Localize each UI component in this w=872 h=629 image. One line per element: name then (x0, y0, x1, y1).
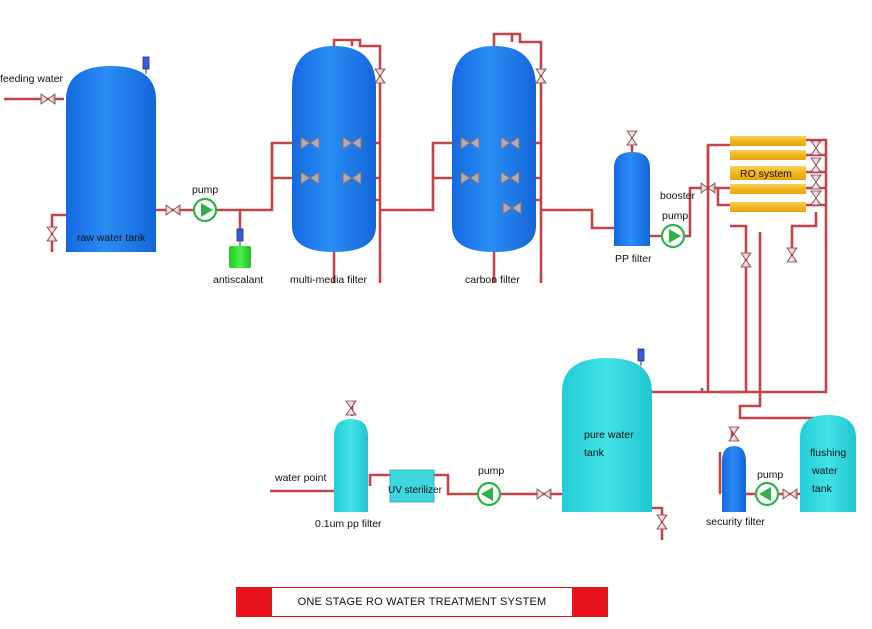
title-banner: ONE STAGE RO WATER TREATMENT SYSTEM (236, 587, 608, 617)
security-filter-vessel (722, 426, 746, 512)
label-antiscalant: antiscalant (213, 274, 263, 286)
antiscalant-tank (229, 228, 251, 268)
label-pure-water-tank: tank (584, 447, 605, 459)
banner-title: ONE STAGE RO WATER TREATMENT SYSTEM (272, 587, 572, 617)
label-multi-media-filter: multi-media filter (290, 274, 368, 286)
label-security-filter: security filter (706, 516, 765, 528)
flushing-water-tank (800, 415, 856, 512)
ro-membranes (730, 136, 806, 212)
carbon-filter (452, 46, 536, 252)
label-booster-pump: pump (662, 210, 688, 222)
label-pure-water: pure water (584, 429, 634, 441)
booster-pump-icon (660, 223, 686, 249)
label-flushing-water: water (811, 465, 838, 477)
pump-icon (476, 481, 502, 507)
pump-icon (754, 481, 780, 507)
label-water-point: water point (274, 472, 326, 484)
raw-water-tank (66, 56, 156, 252)
uv-sterilizer-unit (389, 469, 435, 503)
label-pp-filter-small: 0.1um pp filter (315, 518, 382, 530)
label-carbon-filter: carbon filter (465, 274, 520, 286)
pump-icon (192, 197, 218, 223)
label-pump: pump (478, 465, 504, 477)
label-raw-water-tank: raw water tank (77, 232, 146, 244)
pp-filter (614, 130, 650, 246)
label-flushing: flushing (810, 447, 846, 459)
label-feeding-water: feeding water (0, 73, 64, 85)
label-booster: booster (660, 190, 696, 202)
banner-left-cap (236, 587, 272, 617)
label-pump: pump (757, 469, 783, 481)
valves (40, 68, 822, 530)
label-pp-filter: PP filter (615, 253, 652, 265)
pp-filter-small-vessel (334, 400, 368, 512)
label-ro-system: RO system (740, 168, 792, 180)
multi-media-filter (292, 46, 376, 252)
label-flushing-tank: tank (812, 483, 833, 495)
banner-right-cap (572, 587, 608, 617)
label-pump: pump (192, 184, 218, 196)
label-uv-sterilizer: UV sterilizer (388, 485, 443, 496)
pure-water-tank (562, 348, 652, 512)
